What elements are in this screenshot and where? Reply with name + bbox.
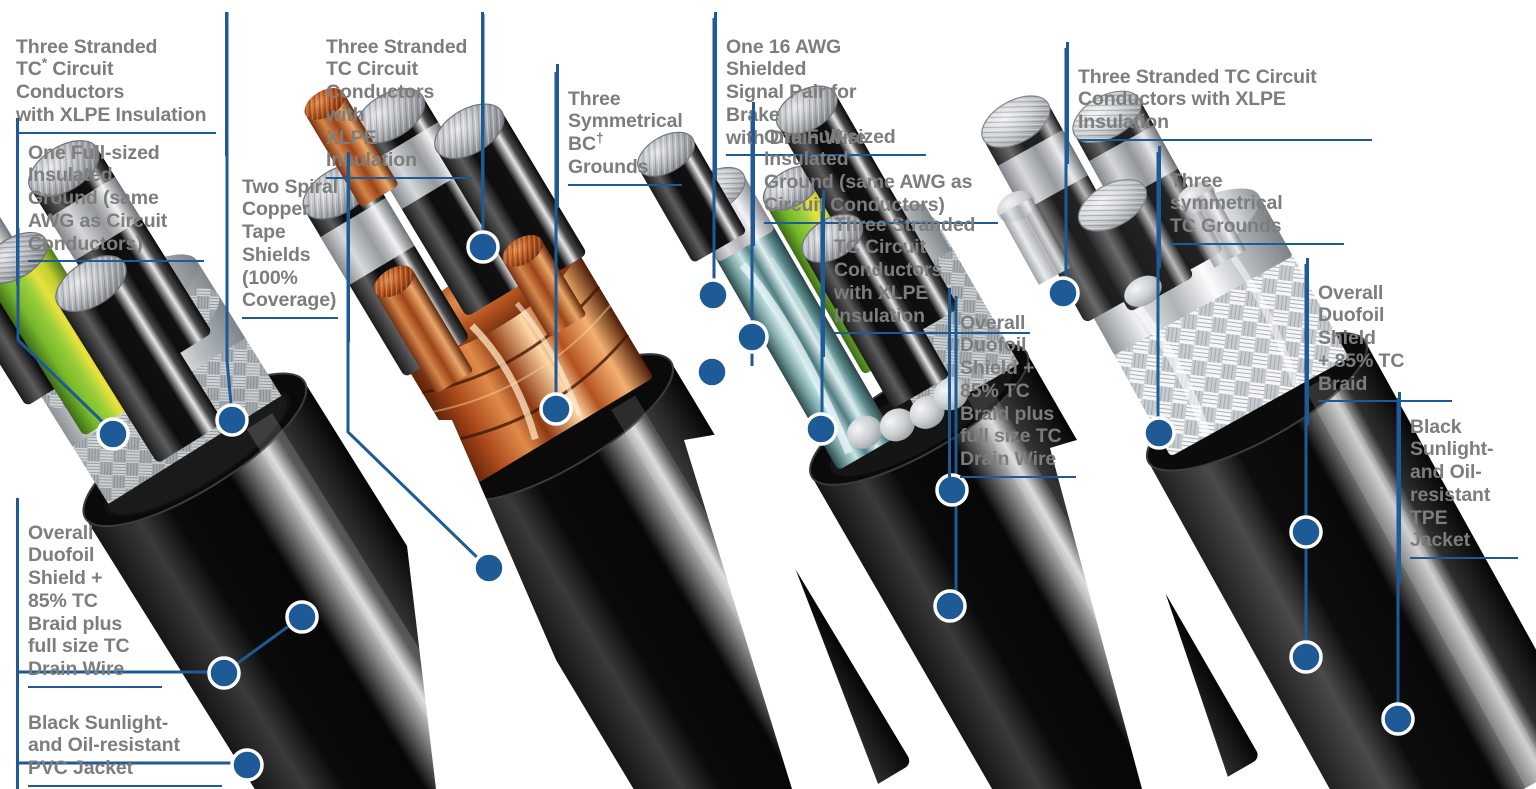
callout-c2-tapeshields[interactable]: Two Spiral Copper Tape Shields (100% Cov… — [242, 152, 350, 342]
callout-c3-conductors[interactable]: Three Stranded TC Circuit Conductors wit… — [822, 190, 1030, 357]
callout-c1-shield[interactable]: Overall Duofoil Shield + 85% TC Braid pl… — [16, 498, 162, 711]
cable-4-artwork — [981, 90, 1536, 789]
callout-c1-ground-text: One Full-sized Insulated Ground (same AW… — [28, 141, 204, 263]
callout-c3-shield[interactable]: Overall Duofoil Shield + 85% TC Braid pl… — [948, 288, 1076, 501]
superscript-dagger-marker: † — [595, 129, 604, 146]
callout-c1-conductors-text: Three Stranded TC* Circuit Conductors wi… — [16, 35, 216, 134]
callout-c2-tapeshields-text: Two Spiral Copper Tape Shields (100% Cov… — [242, 175, 338, 319]
callout-c4-shield-text: Overall Duofoil Shield + 85% TC Braid — [1318, 281, 1452, 403]
callout-c4-conductors[interactable]: Three Stranded TC Circuit Conductors wit… — [1066, 42, 1372, 164]
callout-c1-conductors[interactable]: Three Stranded TC* Circuit Conductors wi… — [16, 12, 228, 157]
cable-3-conductor-c — [801, 213, 949, 408]
callout-c4-conductors-text: Three Stranded TC Circuit Conductors wit… — [1078, 65, 1372, 141]
callout-c3-conductors-text: Three Stranded TC Circuit Conductors wit… — [834, 213, 1030, 335]
callout-c2-conductors[interactable]: Three Stranded TC Circuit Conductors wit… — [326, 12, 484, 202]
callout-c4-jacket[interactable]: Black Sunlight- and Oil- resistant TPE J… — [1398, 392, 1518, 582]
callout-c4-grounds-text: Three symmetrical TC Grounds — [1170, 169, 1344, 245]
callout-c3-shield-text: Overall Duofoil Shield + 85% TC Braid pl… — [960, 311, 1076, 478]
callout-c1-ground[interactable]: One Full-sized Insulated Ground (same AW… — [16, 118, 204, 285]
cable-4-grounds — [997, 182, 1246, 307]
callout-c2-grounds-text: Three Symmetrical BC† Grounds — [568, 87, 683, 186]
cable-3-conductor-a — [637, 131, 746, 262]
callout-c1-jacket[interactable]: Black Sunlight- and Oil-resistant PVC Ja… — [16, 688, 222, 789]
callout-c4-jacket-text: Black Sunlight- and Oil- resistant TPE J… — [1410, 415, 1518, 559]
callout-c3-ground[interactable]: One Full-sized Insulated Ground (same AW… — [752, 102, 998, 247]
callout-c2-grounds[interactable]: Three Symmetrical BC† Grounds — [556, 64, 683, 209]
cable-2-ground-c — [502, 235, 586, 337]
callout-c2-conductors-text: Three Stranded TC Circuit Conductors wit… — [326, 35, 472, 179]
callout-c4-shield[interactable]: Overall Duofoil Shield + 85% TC Braid — [1306, 258, 1452, 425]
callout-c3-ground-text: One Full-sized Insulated Ground (same AW… — [764, 125, 998, 224]
cable-4-conductor-c — [1077, 178, 1193, 311]
cable-3-drain-wires — [847, 377, 969, 449]
callout-c1-shield-text: Overall Duofoil Shield + 85% TC Braid pl… — [28, 521, 162, 688]
callout-c4-grounds[interactable]: Three symmetrical TC Grounds — [1158, 146, 1344, 268]
callout-c1-jacket-text: Black Sunlight- and Oil-resistant PVC Ja… — [28, 711, 222, 787]
superscript-asterisk-marker: * — [41, 54, 48, 71]
